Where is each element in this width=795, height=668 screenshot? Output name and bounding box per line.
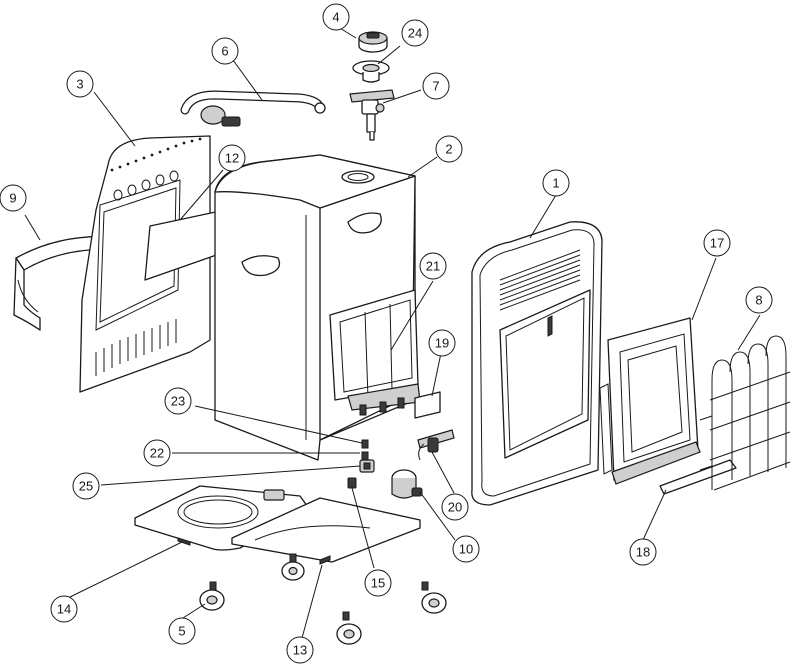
part-4-control-knob xyxy=(359,32,387,52)
callout-9: 9 xyxy=(0,185,26,211)
callout-18: 18 xyxy=(630,539,656,565)
callout-5: 5 xyxy=(169,618,195,644)
callout-label: 12 xyxy=(225,151,239,166)
caster-4 xyxy=(422,582,446,613)
callout-label: 18 xyxy=(636,545,650,560)
callout-label: 14 xyxy=(57,602,71,617)
part-6-gas-hose xyxy=(185,95,325,126)
callout-13: 13 xyxy=(287,637,313,663)
callout-15: 15 xyxy=(365,570,391,596)
callout-8: 8 xyxy=(746,287,772,313)
caster-3 xyxy=(337,612,361,644)
callout-label: 6 xyxy=(221,44,228,59)
part-15-small-fitting xyxy=(348,478,356,488)
part-10-regulator xyxy=(392,470,422,498)
callout-14: 14 xyxy=(51,596,77,622)
callout-1: 1 xyxy=(543,170,569,196)
part-24-bezel-ring xyxy=(353,61,389,82)
part-7-gas-valve xyxy=(350,90,394,140)
caster-1 xyxy=(200,582,224,610)
callout-12: 12 xyxy=(219,145,245,171)
callout-label: 24 xyxy=(408,26,422,41)
callout-10: 10 xyxy=(453,536,479,562)
callout-23: 23 xyxy=(165,388,191,414)
callout-label: 15 xyxy=(371,576,385,591)
callout-label: 3 xyxy=(76,77,83,92)
callout-17: 17 xyxy=(704,230,730,256)
callout-label: 23 xyxy=(171,394,185,409)
callout-25: 25 xyxy=(73,473,99,499)
callout-label: 1 xyxy=(552,176,559,191)
callout-6: 6 xyxy=(212,38,238,64)
callout-label: 25 xyxy=(79,479,93,494)
callout-label: 7 xyxy=(432,79,439,94)
part-1-front-cover xyxy=(472,222,602,505)
callout-label: 22 xyxy=(150,446,164,461)
callout-24: 24 xyxy=(402,20,428,46)
callout-19: 19 xyxy=(429,330,455,356)
callout-label: 9 xyxy=(9,191,16,206)
callout-4: 4 xyxy=(323,4,349,30)
callout-label: 8 xyxy=(755,293,762,308)
callout-7: 7 xyxy=(423,73,449,99)
part-5-casters xyxy=(200,554,446,644)
callout-label: 20 xyxy=(448,500,462,515)
callout-3: 3 xyxy=(67,71,93,97)
callout-label: 19 xyxy=(435,336,449,351)
caster-2 xyxy=(282,554,304,580)
callout-label: 2 xyxy=(445,142,452,157)
callout-21: 21 xyxy=(420,253,446,279)
part-25-connector xyxy=(360,460,374,472)
callout-label: 17 xyxy=(710,236,724,251)
callout-label: 21 xyxy=(426,259,440,274)
part-18-bottom-strip xyxy=(660,460,736,494)
callout-22: 22 xyxy=(144,440,170,466)
part-17-inner-frame xyxy=(600,318,700,484)
part-22-23-screws xyxy=(362,440,368,460)
callout-label: 10 xyxy=(459,542,473,557)
callout-label: 5 xyxy=(178,624,185,639)
callout-20: 20 xyxy=(442,494,468,520)
part-20-thermocouple xyxy=(418,430,454,460)
callout-2: 2 xyxy=(436,136,462,162)
callout-label: 13 xyxy=(293,643,307,658)
callout-label: 4 xyxy=(332,10,339,25)
